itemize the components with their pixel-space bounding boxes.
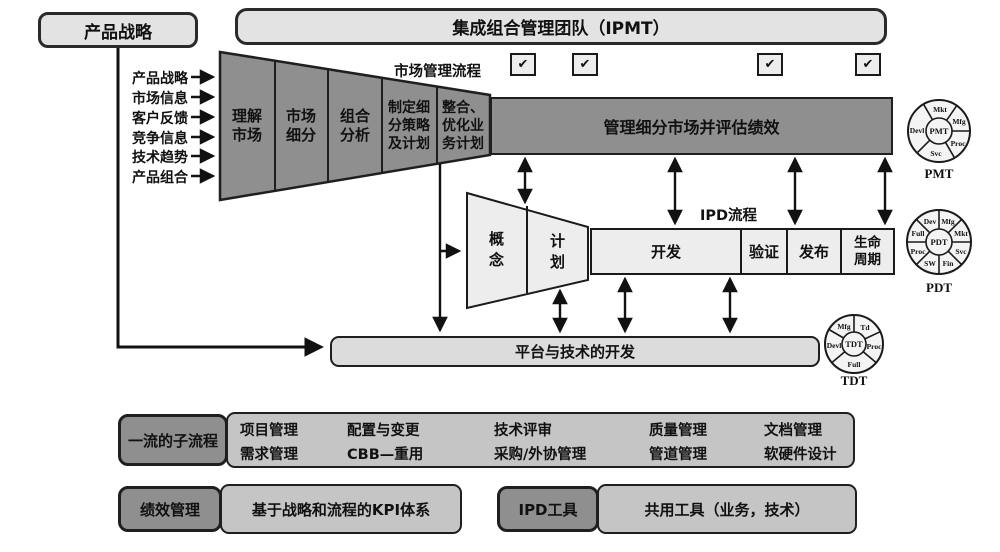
tdt-team-wheel: Mfg Td Proc Full Devl TDT TDT [824, 314, 884, 388]
pdt-segment-label: Svc [955, 247, 967, 256]
pdt-segment-label: Mfg [941, 217, 955, 226]
ipd-phase-develop: 开发 [590, 228, 742, 275]
ipd-funnel-shape [466, 191, 589, 310]
market-mgmt-process-label: 市场管理流程 [394, 64, 481, 80]
dcp-checkbox-4[interactable]: ✔ [855, 53, 881, 76]
dcp-checkbox-3[interactable]: ✔ [757, 53, 783, 76]
pmt-segment-label: Mfg [952, 117, 966, 126]
pmt-center-label: PMT [930, 126, 949, 136]
dcp-checkbox-2[interactable]: ✔ [572, 53, 598, 76]
ipd-tools-content-box: 共用工具（业务，技术） [597, 484, 857, 534]
tdt-segment-label: Full [848, 360, 861, 369]
input-label-customer-feedback: 客户反馈 [132, 111, 188, 127]
input-arrows [191, 69, 216, 184]
subprocess-item: CBB—重用 [347, 447, 424, 463]
pmt-name: PMT [925, 166, 954, 181]
pdt-name: PDT [926, 280, 952, 295]
ipd-phase-lifecycle: 生命周期 [840, 228, 895, 275]
check-icon: ✔ [579, 57, 591, 72]
tdt-segment-label: Mfg [837, 322, 851, 331]
funnel-stage-portfolio-analysis: 组合分析 [339, 107, 370, 144]
ipd-tools-label-box: IPD工具 [497, 486, 599, 532]
tdt-center-label: TDT [845, 339, 863, 349]
funnel-drop-connector [432, 164, 462, 333]
pdt-segment-label: Full [912, 229, 925, 238]
platform-tech-dev-bar: 平台与技术的开发 [330, 336, 820, 367]
ipmt-box: 集成组合管理团队（IPMT） [235, 8, 887, 45]
subprocess-item: 管道管理 [649, 447, 707, 463]
tdt-name: TDT [841, 373, 868, 388]
dcp-checkbox-1[interactable]: ✔ [510, 53, 536, 76]
pdt-segment-label: Dev [924, 217, 937, 226]
pdt-center-label: PDT [931, 237, 948, 247]
pmt-segment-label: Proc [951, 139, 967, 148]
input-label-tech-trends: 技术趋势 [132, 150, 188, 166]
performance-content-box: 基于战略和流程的KPI体系 [220, 484, 462, 534]
subprocess-label-box: 一流的子流程 [118, 414, 228, 466]
ipd-process-label: IPD流程 [700, 208, 758, 224]
subprocess-item: 技术评审 [494, 423, 552, 439]
subprocess-item: 软硬件设计 [764, 447, 837, 463]
ipd-phase-plan: 计划 [549, 232, 565, 271]
funnel-stage-market-segmentation: 市场细分 [285, 107, 316, 144]
ipd-phase-verify: 验证 [740, 228, 788, 275]
subprocess-item: 需求管理 [240, 447, 298, 463]
input-label-competitive-info: 竞争信息 [132, 131, 188, 147]
pdt-segment-label: Proc [911, 247, 927, 256]
check-icon: ✔ [517, 57, 529, 72]
product-strategy-box: 产品战略 [38, 12, 198, 48]
funnel-stage-integrate-optimize-plan: 整合、优化业务计划 [442, 100, 484, 152]
strategy-to-platform-connector [116, 48, 324, 357]
pmt-segment-label: Mkt [933, 105, 947, 114]
tdt-segment-label: Devl [827, 341, 842, 350]
pdt-segment-label: SW [924, 259, 936, 268]
subprocess-content-box: 项目管理 配置与变更 技术评审 质量管理 文档管理 需求管理 CBB—重用 采购… [226, 412, 855, 468]
manage-segments-bar: 管理细分市场并评估绩效 [490, 97, 893, 155]
subprocess-item: 质量管理 [649, 423, 707, 439]
pdt-segment-label: Fin [943, 259, 955, 268]
ipd-phase-release: 发布 [786, 228, 842, 275]
funnel-stage-segment-strategy-plan: 制定细分策略及计划 [388, 100, 430, 152]
tdt-segment-label: Proc [867, 342, 883, 351]
funnel-stage-understand-market: 理解市场 [231, 107, 262, 144]
subprocess-item: 采购/外协管理 [494, 447, 587, 463]
pdt-team-wheel: Dev Mfg Mkt Svc Fin SW Proc Full PDT PDT [906, 209, 972, 295]
check-icon: ✔ [862, 57, 874, 72]
subprocess-item: 项目管理 [240, 423, 298, 439]
subprocess-item: 文档管理 [764, 423, 822, 439]
tdt-segment-label: Td [860, 323, 870, 332]
ipd-phase-concept: 概念 [488, 230, 504, 269]
pmt-segment-label: Svc [930, 149, 942, 158]
ipd-platform-arrows [552, 276, 738, 334]
check-icon: ✔ [764, 57, 776, 72]
subprocess-item: 配置与变更 [347, 423, 420, 439]
pmt-segment-label: Devl [910, 126, 925, 135]
input-label-product-portfolio: 产品组合 [132, 170, 188, 186]
pmt-team-wheel: Mkt Mfg Proc Svc Devl PMT PMT [907, 99, 971, 181]
input-label-product-strategy: 产品战略 [132, 71, 188, 87]
input-label-market-info: 市场信息 [132, 91, 188, 107]
performance-label-box: 绩效管理 [118, 486, 222, 532]
pdt-segment-label: Mkt [954, 229, 968, 238]
market-funnel-shape [218, 50, 492, 202]
bar-ipd-arrows [517, 156, 893, 226]
